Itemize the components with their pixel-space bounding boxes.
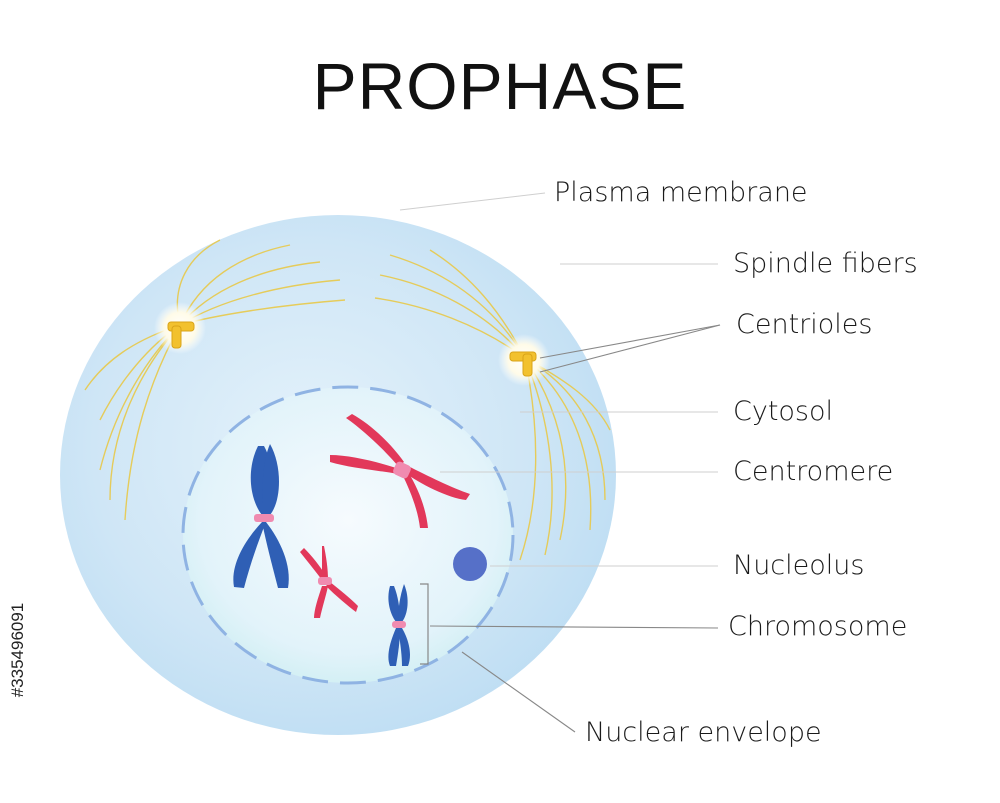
chromosome-blue-large [233, 444, 289, 588]
label-nucleolus: Nucleolus [733, 550, 865, 581]
label-cytosol: Cytosol [733, 396, 834, 427]
label-centromere: Centromere [733, 456, 894, 487]
diagram-title: PROPHASE [312, 49, 688, 123]
centromere-red-small [318, 577, 332, 585]
chromosome-blue-small [388, 584, 410, 666]
centromere-blue-small [392, 621, 406, 628]
label-spindle-fibers: Spindle fibers [733, 248, 918, 279]
chromosome-bracket [420, 583, 429, 665]
centriole-left [167, 321, 195, 349]
leader-lines-dark [429, 324, 721, 733]
label-centrioles: Centrioles [736, 309, 873, 340]
centromere-blue-large [254, 514, 274, 522]
centriole-right [509, 351, 537, 377]
leader-lines [399, 192, 718, 567]
nucleolus-shape [453, 547, 487, 581]
chromosome-red-large [330, 414, 470, 528]
label-plasma-membrane: Plasma membrane [554, 177, 808, 208]
stock-id: #335496091 [8, 602, 27, 698]
nuclear-envelope [181, 385, 515, 685]
label-chromosome: Chromosome [728, 611, 908, 642]
centromere-red-large [393, 461, 411, 479]
label-nuclear-envelope: Nuclear envelope [585, 717, 822, 748]
nucleus [183, 387, 513, 683]
chromosome-red-small [300, 546, 358, 618]
